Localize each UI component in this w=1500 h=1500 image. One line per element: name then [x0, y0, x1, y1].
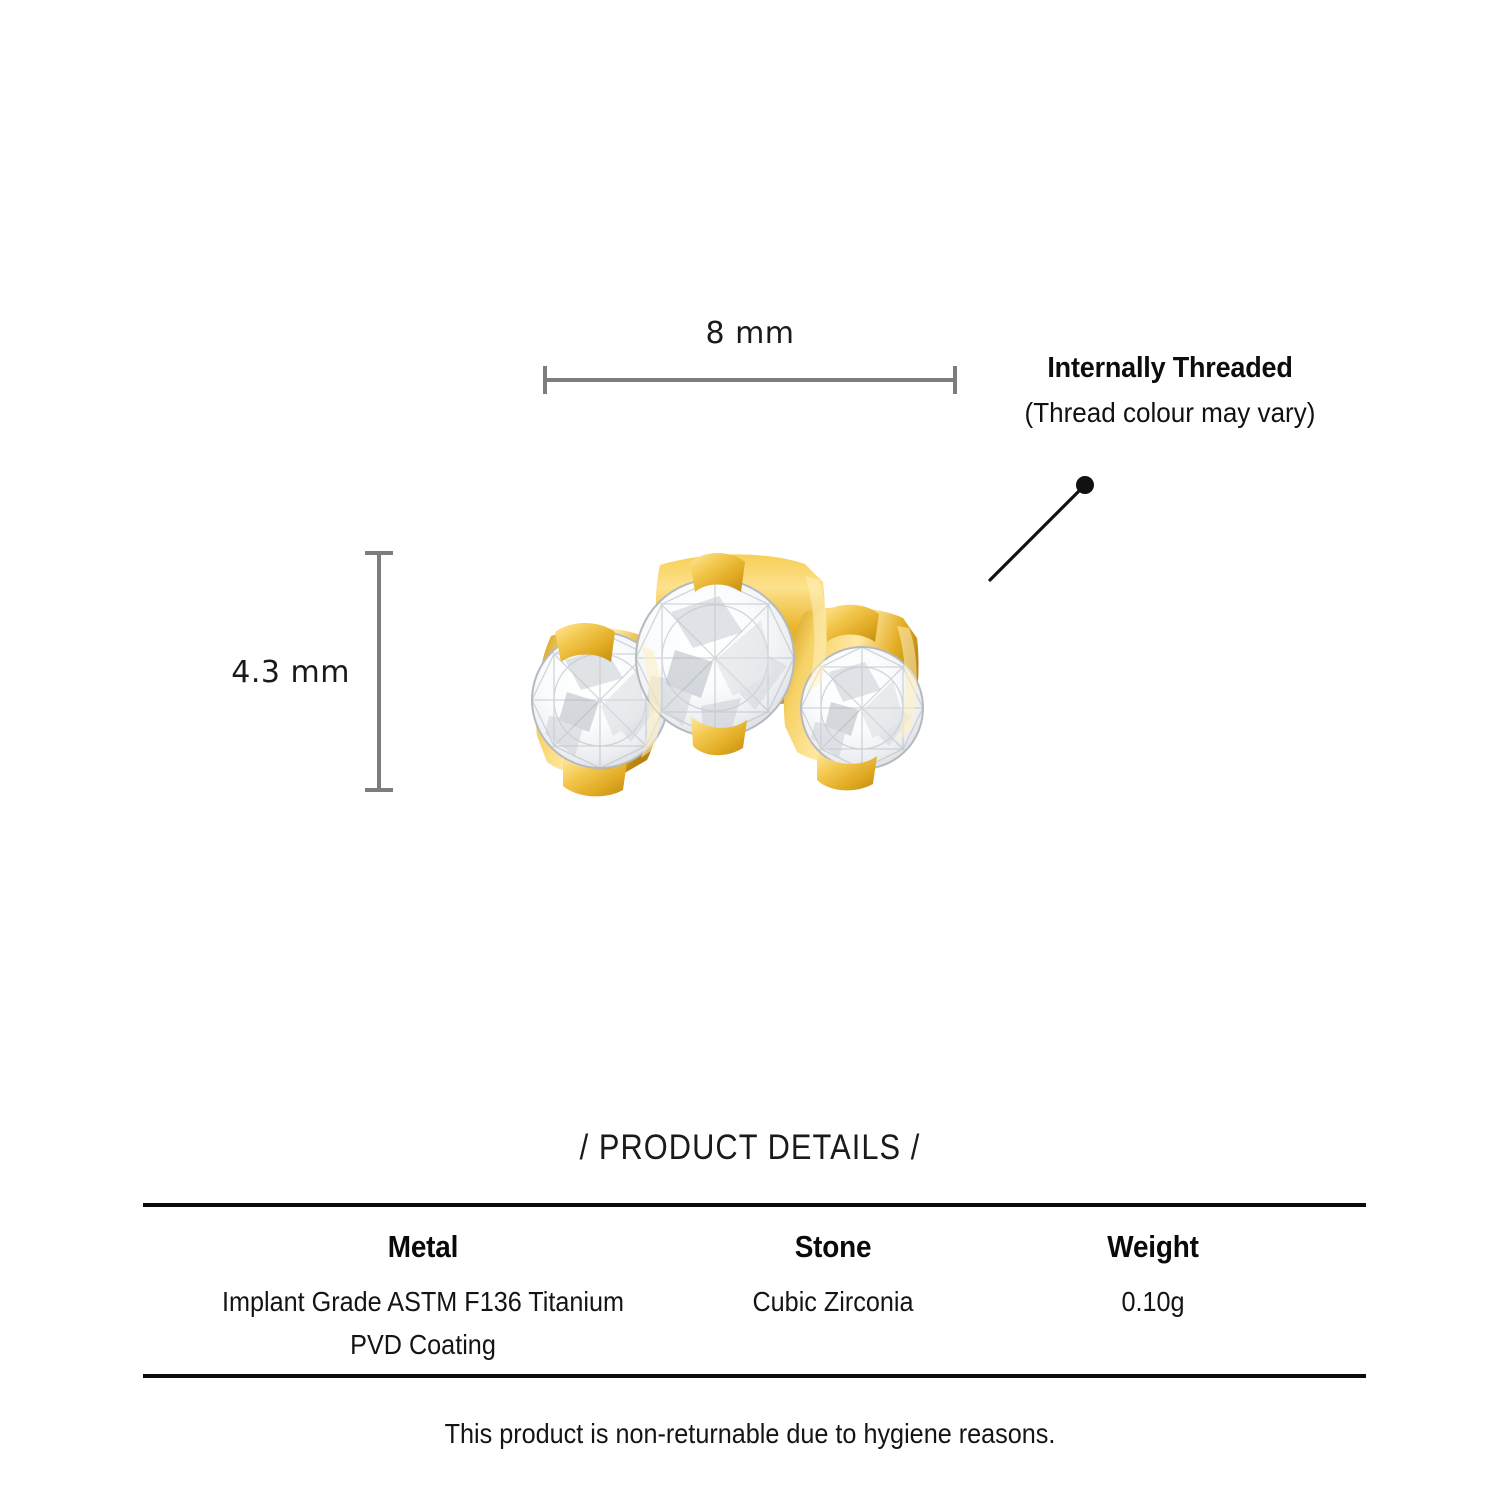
internally-threaded-title: Internally Threaded [1047, 352, 1293, 384]
centre-bottom-prong [691, 716, 747, 756]
right-stone [800, 646, 924, 770]
detail-value-stone: Cubic Zirconia [752, 1286, 914, 1317]
detail-column-weight: Weight 0.10g [983, 1229, 1323, 1324]
detail-column-metal: Metal Implant Grade ASTM F136 Titanium P… [173, 1229, 673, 1366]
height-dimension-cap-top [365, 551, 393, 555]
detail-header-weight: Weight [1107, 1229, 1199, 1264]
width-dimension-cap-right [953, 366, 957, 394]
detail-column-stone: Stone Cubic Zirconia [673, 1229, 993, 1324]
right-bottom-prong [817, 752, 877, 791]
width-dimension-line [543, 378, 957, 382]
detail-header-metal: Metal [387, 1229, 459, 1264]
thread-colour-note: (Thread colour may vary) [1024, 397, 1316, 428]
left-top-prong [555, 623, 615, 662]
right-top-prong [823, 604, 879, 642]
leader-line-dot-icon [988, 476, 1094, 582]
detail-header-stone: Stone [794, 1229, 872, 1264]
width-dimension-cap-left [543, 366, 547, 394]
height-dimension-line [377, 551, 381, 792]
detail-value-weight: 0.10g [1121, 1286, 1185, 1317]
height-dimension-label: 4.3 mm [231, 655, 350, 690]
centre-top-prong [690, 553, 745, 592]
centre-stone [635, 578, 795, 738]
table-top-rule [143, 1203, 1366, 1207]
height-dimension-cap-bottom [365, 788, 393, 792]
three-stone-prong-set-jewellery-icon [531, 553, 924, 797]
table-row: Metal Implant Grade ASTM F136 Titanium P… [143, 1207, 1366, 1374]
hygiene-return-note: This product is non-returnable due to hy… [444, 1418, 1056, 1449]
table-bottom-rule [143, 1374, 1366, 1378]
metal-highlights [641, 576, 917, 758]
product-details-heading: / PRODUCT DETAILS / [579, 1128, 921, 1167]
detail-value-metal: Implant Grade ASTM F136 Titanium PVD Coa… [222, 1286, 624, 1360]
width-dimension-label: 8 mm [705, 316, 795, 351]
left-bottom-prong [563, 758, 627, 797]
product-details-table: Metal Implant Grade ASTM F136 Titanium P… [143, 1203, 1366, 1378]
